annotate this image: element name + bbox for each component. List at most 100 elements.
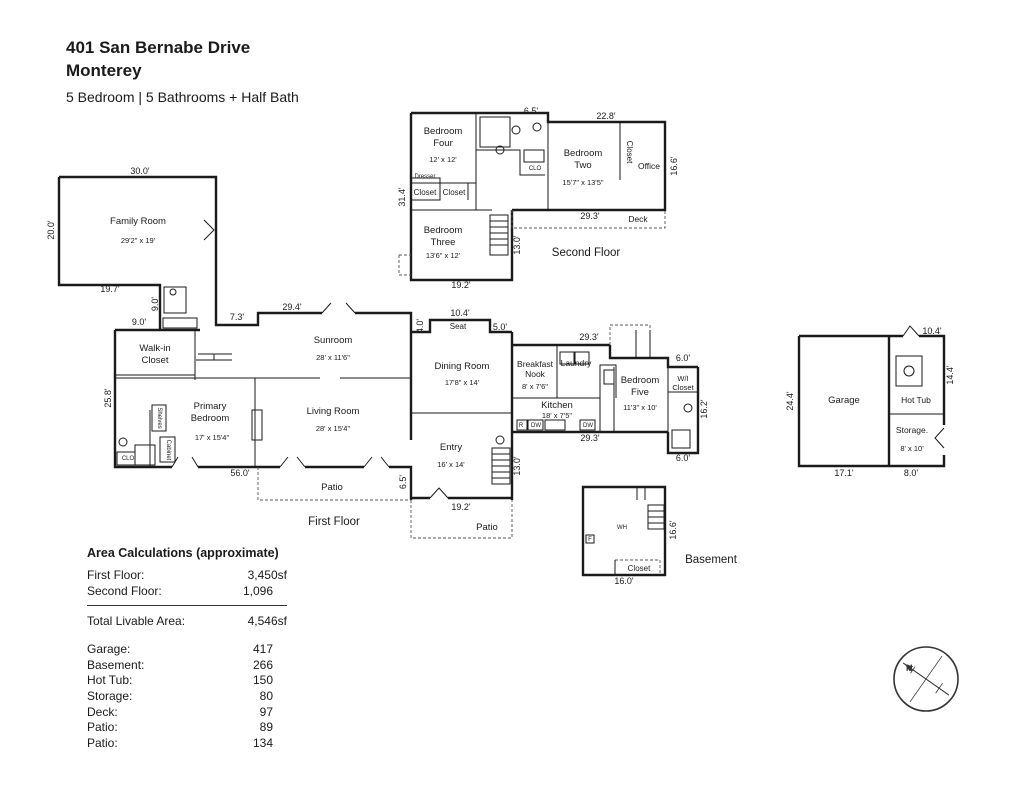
sunroom-size: 28' x 11'6" (316, 353, 350, 362)
area-patio1-label: Patio: (87, 720, 118, 735)
area-hottub-label: Hot Tub: (87, 673, 133, 688)
dim-6-5-second: 6.5' (524, 106, 539, 116)
bath-fixtures-1 (162, 286, 198, 329)
dim-19-2-second: 19.2' (451, 280, 471, 290)
dim-6-0-top: 6.0' (676, 353, 691, 363)
dim-10-4: 10.4' (450, 308, 470, 318)
patio-2-outline (410, 500, 513, 539)
property-address: 401 San Bernabe Drive (66, 38, 251, 57)
deck-label: Deck (628, 214, 648, 224)
patio-1-label: Patio (321, 482, 343, 493)
breakfast-nook-size: 8' x 7'6" (522, 382, 548, 391)
dishwasher-label-1: DW (531, 423, 541, 429)
bedroom-five-size: 11'3" x 10' (623, 403, 657, 412)
area-patio2-value: 134 (252, 735, 273, 750)
area-hottub-value: 150 (252, 673, 273, 688)
patio-2-label: Patio (476, 522, 498, 533)
area-row-storage: Storage: 80 (87, 689, 287, 705)
primary-bedroom-size: 17' x 15'4" (195, 433, 230, 442)
dim-29-3-top: 29.3' (579, 332, 599, 342)
area-total-value: 4,546 (247, 614, 278, 629)
dim-29-3-bottom: 29.3' (580, 433, 600, 443)
seat-label: Seat (450, 322, 467, 331)
closet-label-b: Closet (443, 188, 466, 197)
dim-6-0-bottom: 6.0' (676, 453, 691, 463)
dim-5-0: 5.0' (493, 322, 508, 332)
area-row-patio-2: Patio: 134 (87, 736, 287, 752)
area-calculations: Area Calculations (approximate) First Fl… (87, 546, 287, 751)
dining-room-label: Dining Room (435, 361, 490, 372)
property-summary: 5 Bedroom | 5 Bathrooms + Half Bath (66, 89, 299, 105)
area-total-unit: sf (277, 614, 287, 629)
property-city: Monterey (66, 61, 142, 80)
dim-56-0: 56.0' (230, 468, 250, 478)
first-floor-walls (113, 298, 514, 500)
closet-label-a: Closet (414, 188, 437, 197)
entry-label: Entry (440, 442, 462, 453)
area-row-hottub: Hot Tub: 150 (87, 673, 287, 689)
area-storage-label: Storage: (87, 688, 133, 703)
sunroom-label: Sunroom (314, 335, 353, 346)
area-row-garage: Garage: 417 (87, 642, 287, 658)
area-patio2-label: Patio: (87, 735, 118, 750)
area-garage-value: 417 (252, 642, 273, 657)
area-row-patio-1: Patio: 89 (87, 720, 287, 736)
shelves-label: Shelves (156, 407, 162, 428)
kitchen-wing-walls (512, 324, 700, 455)
kitchen-label: Kitchen (541, 400, 573, 411)
area-row-basement: Basement: 266 (87, 658, 287, 674)
area-row-total: Total Livable Area: 4,546sf (87, 612, 287, 630)
dim-14-4: 14.4' (945, 365, 955, 385)
clo-second: CLO (529, 166, 542, 172)
laundry-label: Laundry (561, 358, 592, 368)
family-room-size: 29'2" x 19' (121, 236, 156, 245)
dim-8-0: 8.0' (904, 468, 919, 478)
garage-walls (797, 325, 946, 468)
dim-10-4-garage: 10.4' (922, 326, 942, 336)
bedroom-four-size: 12' x 12' (429, 155, 457, 164)
family-room-label: Family Room (110, 216, 166, 227)
dim-13-0-second: 13.0' (512, 235, 522, 255)
area-divider (87, 605, 287, 607)
area-basement-label: Basement: (87, 657, 145, 672)
area-row-first: First Floor: 3,450sf (87, 568, 287, 584)
area-patio1-value: 89 (259, 720, 273, 735)
dim-29-3-second: 29.3' (580, 211, 600, 221)
clo-primary: CLO (122, 456, 135, 462)
area-second-label: Second Floor: (87, 583, 162, 598)
second-floor-label: Second Floor (552, 247, 621, 259)
dim-7-3: 7.3' (230, 312, 245, 322)
area-heading: Area Calculations (approximate) (87, 546, 279, 560)
area-row-deck: Deck: 97 (87, 705, 287, 721)
dim-22-8: 22.8' (596, 111, 616, 121)
dim-9-0-vertical: 9.0' (150, 297, 160, 312)
dim-16-2: 16.2' (699, 399, 709, 419)
furnace-label: F (588, 537, 592, 543)
dim-4-0: 4.0' (415, 319, 425, 334)
area-deck-value: 97 (259, 704, 273, 719)
dim-16-0: 16.0' (614, 576, 634, 586)
dim-17-1: 17.1' (834, 468, 854, 478)
area-storage-value: 80 (259, 688, 273, 703)
dining-room-size: 17'8" x 14' (445, 378, 480, 387)
dim-9-0-horizontal: 9.0' (132, 317, 147, 327)
dim-13-0-first: 13.0' (512, 456, 522, 476)
dim-6-5-first: 6.5' (398, 475, 408, 490)
bedroom-two-size: 15'7" x 13'5" (562, 178, 603, 187)
compass-north-label: N (906, 663, 913, 673)
garage-label: Garage (828, 395, 860, 406)
dim-29-4: 29.4' (282, 302, 302, 312)
storage-label: Storage. (896, 425, 928, 435)
dim-16-6-basement: 16.6' (668, 520, 678, 540)
entry-stairs (491, 435, 511, 485)
office-label: Office (638, 161, 660, 171)
water-heater-label: WH (617, 525, 627, 531)
dim-family-height: 20.0' (46, 220, 56, 240)
kitchen-size: 18' x 7'5" (542, 411, 572, 420)
area-second-value: 1,096 (242, 583, 273, 598)
